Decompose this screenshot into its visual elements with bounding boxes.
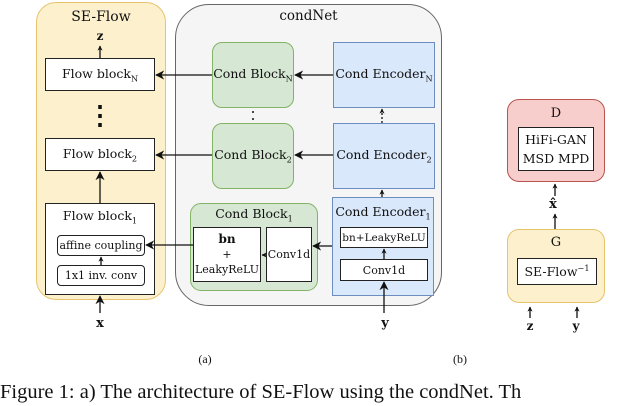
- affine-coupling-box: affine coupling: [57, 235, 145, 256]
- hifigan-label: HiFi-GAN: [525, 132, 587, 147]
- encoder-bn-leakyrelu-box: bn+LeakyReLU: [340, 227, 428, 248]
- cond-encoder-n: Cond EncoderN: [333, 42, 435, 108]
- plus-label: +: [222, 248, 232, 261]
- flow-block-n-label: Flow blockN: [61, 65, 139, 84]
- cond-block-1-label: Cond Block1: [215, 206, 293, 224]
- flow-block-2-label: Flow block2: [62, 145, 138, 164]
- cond-block-dots: [251, 110, 255, 122]
- discriminator-title: D: [550, 105, 562, 121]
- x-input-var: x: [96, 315, 104, 331]
- z-output-var: z: [96, 29, 104, 43]
- cond-encoder-2: Cond Encoder2: [333, 123, 435, 189]
- flow-block-1-label: Flow block1: [62, 208, 138, 226]
- flow-ellipsis: ⋮: [87, 101, 113, 131]
- b-y-input-var: y: [572, 319, 580, 333]
- bn-label: bn: [218, 232, 236, 246]
- flow-block-n: Flow blockN: [45, 58, 155, 91]
- se-flow-inverse-label: SE-Flow−1: [524, 263, 590, 280]
- cond-encoder-2-label: Cond Encoder2: [336, 147, 432, 165]
- x-hat-var: x̂: [549, 196, 557, 212]
- cond-block-n-label: Cond BlockN: [213, 66, 293, 84]
- hifigan-box: HiFi-GAN MSD MPD: [518, 127, 594, 171]
- leakyrelu-label: LeakyReLU: [194, 263, 260, 276]
- subcaption-a: (a): [198, 351, 212, 366]
- cond-encoder-n-label: Cond EncoderN: [335, 66, 433, 84]
- figure-caption: Figure 1: a) The architecture of SE-Flow…: [0, 381, 522, 403]
- se-flow-title: SE-Flow: [71, 9, 131, 25]
- flow-block-2: Flow block2: [45, 138, 155, 171]
- condnet-title: condNet: [279, 8, 338, 24]
- cond-block-conv1d-box: Conv1d: [266, 227, 312, 282]
- y-input-var: y: [381, 315, 389, 331]
- inv-conv-box: 1x1 inv. conv: [57, 265, 145, 286]
- cond-block-n: Cond BlockN: [212, 42, 294, 108]
- msd-mpd-label: MSD MPD: [522, 151, 590, 166]
- cond-block-2-label: Cond Block2: [214, 147, 292, 165]
- encoder-conv1d-box: Conv1d: [340, 259, 428, 281]
- se-flow-inverse-box: SE-Flow−1: [517, 258, 597, 285]
- bn-leakyrelu-box: bn + LeakyReLU: [193, 227, 261, 282]
- cond-block-2: Cond Block2: [212, 123, 294, 189]
- b-z-input-var: z: [526, 319, 534, 333]
- generator-title: G: [550, 234, 562, 250]
- subcaption-b: (b): [453, 351, 467, 366]
- cond-encoder-1-label: Cond Encoder1: [335, 204, 431, 222]
